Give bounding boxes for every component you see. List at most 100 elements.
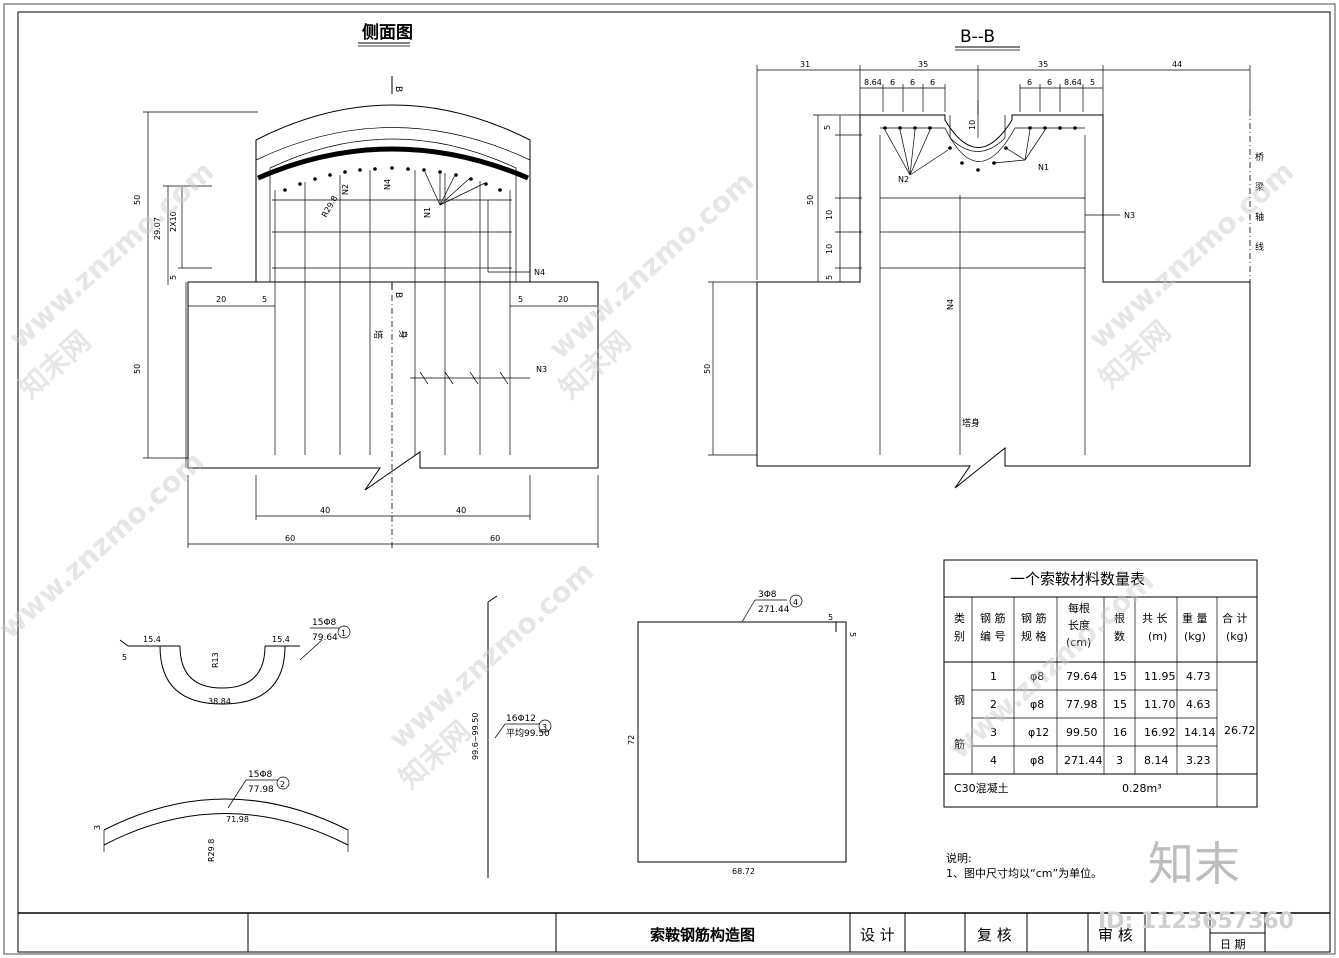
notes-line1: 1、图中尺寸均以“cm”为单位。 <box>946 866 1102 880</box>
title-block: 索鞍钢筋构造图 设 计 复 核 审 核 日 期 <box>18 912 1330 952</box>
axis-label-0: 桥 <box>1255 151 1264 163</box>
tag-n3-side: N3 <box>536 365 547 374</box>
table-category-1: 筋 <box>954 737 965 751</box>
watermark-logo: 知末 <box>1148 837 1240 891</box>
table-row: 2 φ8 77.98 15 11.70 4.63 <box>990 698 1211 711</box>
concrete-label: C30混凝土 <box>954 781 1009 795</box>
check-label: 复 核 <box>977 926 1012 944</box>
bar4-length: 271.44 <box>758 605 790 615</box>
dim-h2907: 29.07 <box>153 217 162 240</box>
dim-d31: 31 <box>800 60 810 69</box>
svg-text:77.98: 77.98 <box>1066 698 1098 711</box>
svg-text:271.44: 271.44 <box>1064 754 1103 767</box>
svg-text:15: 15 <box>1113 670 1127 683</box>
side-view: 侧面图 B <box>133 22 599 548</box>
watermark-site-4: www.znzmo.com <box>0 445 210 646</box>
bar-3-detail: 99.6~99.50 16Φ12 平均99.50 3 <box>471 595 552 878</box>
svg-text:规 格: 规 格 <box>1021 629 1047 643</box>
bar-2-detail: 3 71.98 R29.8 15Φ8 77.98 2 <box>93 770 349 862</box>
bar4-spec: 3Φ8 <box>758 590 777 600</box>
bar3-spec: 16Φ12 <box>506 714 536 724</box>
section-bb-title: B--B <box>960 27 995 47</box>
bar4-h: 72 <box>627 735 636 745</box>
bar4-no: 4 <box>793 598 798 607</box>
svg-text:16.92: 16.92 <box>1144 726 1176 739</box>
svg-text:合 计: 合 计 <box>1222 611 1248 625</box>
table-row: 1 φ8 79.64 15 11.95 4.73 <box>990 670 1211 683</box>
tag-n4-side: N4 <box>383 179 392 190</box>
dim-h10a-section: 10 <box>825 210 834 220</box>
tag-n1-section: N1 <box>1038 163 1049 172</box>
dim-sub-left-3: 6 <box>930 78 935 87</box>
outer-border <box>3 3 1336 955</box>
dim-h5b-section: 5 <box>825 275 834 280</box>
inner-border <box>17 11 1331 953</box>
svg-text:3: 3 <box>990 726 997 739</box>
svg-text:(kg): (kg) <box>1184 630 1206 643</box>
axis-label-3: 线 <box>1255 241 1264 253</box>
dim-h5a-section: 5 <box>823 125 832 130</box>
svg-text:14.14: 14.14 <box>1184 726 1216 739</box>
svg-text:数: 数 <box>1114 630 1125 643</box>
bar3-vert: 99.6~99.50 <box>471 713 480 760</box>
bar1-hook: 5 <box>122 653 127 662</box>
dim-w20b: 20 <box>558 295 568 304</box>
dim-h50b-section: 50 <box>703 364 712 374</box>
table-category-0: 钢 <box>954 694 965 707</box>
table-row: 4 φ8 271.44 3 8.14 3.23 <box>990 754 1211 767</box>
bar2-no: 2 <box>280 780 285 789</box>
bar3-no: 3 <box>542 723 547 732</box>
bar2-radius: R29.8 <box>207 839 216 862</box>
bar1-length: 79.64 <box>312 633 338 643</box>
design-label: 设 计 <box>860 926 895 944</box>
tower-label-1: 塔 <box>372 330 384 339</box>
svg-text:16: 16 <box>1113 726 1127 739</box>
dim-w20: 20 <box>216 295 226 304</box>
bar2-arc: 71.98 <box>226 815 249 824</box>
bar1-spec: 15Φ8 <box>312 618 337 628</box>
svg-text:4.63: 4.63 <box>1186 698 1211 711</box>
section-mark-bottom: B <box>393 292 403 298</box>
tag-n4-section: N4 <box>946 299 955 310</box>
watermark-site-6: www.znzmo.com <box>943 565 1161 766</box>
dim-h50-top: 50 <box>133 195 142 205</box>
svg-text:2: 2 <box>990 698 997 711</box>
svg-text:长度: 长度 <box>1068 618 1090 632</box>
dim-h10b-section: 10 <box>825 244 834 254</box>
bar4-hook-a: 5 <box>828 613 833 622</box>
table-total: 26.72 <box>1224 724 1256 737</box>
rebar-dots-section <box>883 126 1077 172</box>
svg-text:钢 筋: 钢 筋 <box>1021 611 1047 625</box>
dim-w40b: 40 <box>456 506 466 515</box>
tag-n1-side: N1 <box>423 207 432 218</box>
dim-sub-left-2: 6 <box>910 78 915 87</box>
dim-sub-left-1: 6 <box>890 78 895 87</box>
svg-text:φ12: φ12 <box>1028 726 1049 739</box>
svg-text:11.70: 11.70 <box>1144 698 1176 711</box>
dim-sub-right-0: 6 <box>1027 78 1032 87</box>
dim-w40a: 40 <box>320 506 330 515</box>
watermark-site-5: www.znzmo.com <box>383 555 601 756</box>
svg-text:根: 根 <box>1114 611 1125 625</box>
svg-text:每根: 每根 <box>1068 601 1090 615</box>
drawing-name: 索鞍钢筋构造图 <box>650 926 755 944</box>
bar-1-detail: 15.4 15.4 R13 38.84 5 15Φ8 79.64 1 <box>119 618 351 706</box>
svg-text:φ8: φ8 <box>1030 670 1044 683</box>
tag-r-side: R29.8 <box>320 194 339 219</box>
svg-text:8.14: 8.14 <box>1144 754 1169 767</box>
dim-h50-section: 50 <box>806 195 815 205</box>
rebar-dots-arc <box>283 166 502 192</box>
tag-n2-side: N2 <box>341 184 350 195</box>
review-label: 审 核 <box>1098 926 1133 944</box>
bar2-length: 77.98 <box>248 785 274 795</box>
svg-text:15: 15 <box>1113 698 1127 711</box>
tower-label-2: 身 <box>397 330 409 339</box>
svg-text:(cm): (cm) <box>1066 636 1091 649</box>
bar-4-detail: 5 5 72 68.72 3Φ8 271.44 4 <box>627 590 857 876</box>
dim-h5: 5 <box>169 275 178 280</box>
section-bb: B--B 31 35 35 44 8.64 6 6 6 6 6 8.64 5 <box>703 27 1264 489</box>
svg-text:共 长: 共 长 <box>1142 612 1168 625</box>
bar2-spec: 15Φ8 <box>248 770 273 780</box>
